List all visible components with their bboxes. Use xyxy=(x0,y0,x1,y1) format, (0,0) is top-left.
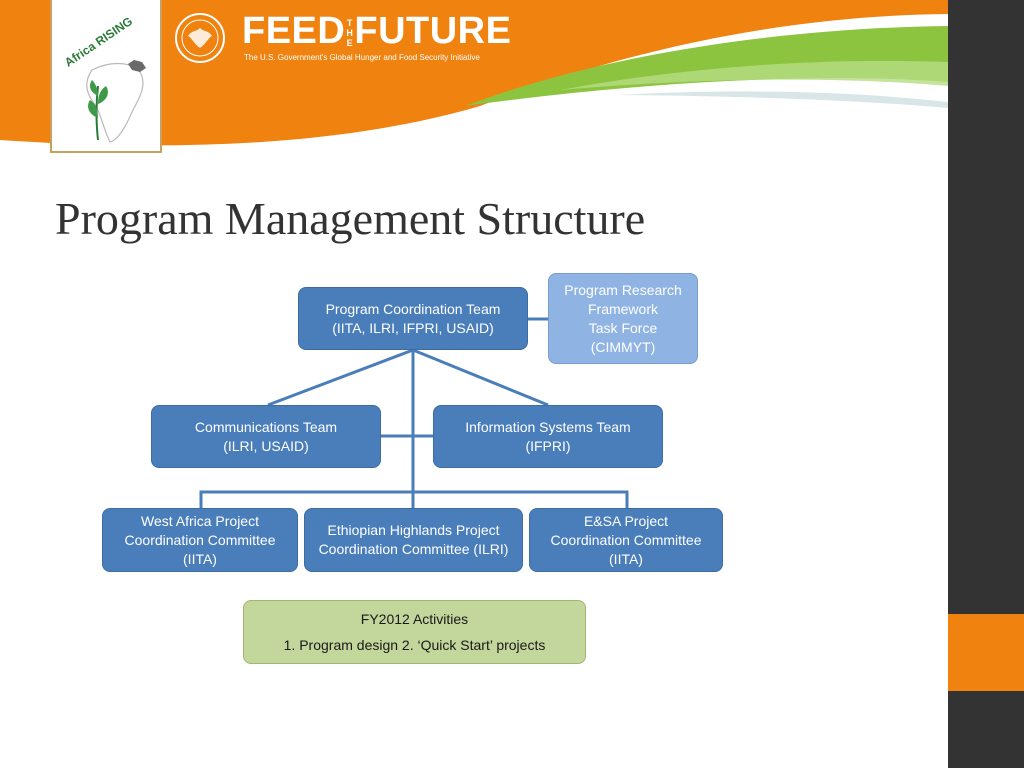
west-africa-committee-box: West Africa Project Coordination Committ… xyxy=(102,508,298,572)
brand-feed: FEED xyxy=(242,10,346,52)
grey-swoosh xyxy=(620,91,948,108)
slide-title: Program Management Structure xyxy=(55,193,646,244)
sidebar-orange-accent xyxy=(948,614,1024,691)
information-systems-team-box: Information Systems Team (IFPRI) xyxy=(433,405,663,468)
brand-future: FUTURE xyxy=(354,10,512,52)
program-research-framework-box: Program Research Framework Task Force (C… xyxy=(548,273,698,364)
org-connectors xyxy=(199,317,629,508)
program-coordination-team-box: Program Coordination Team (IITA, ILRI, I… xyxy=(298,287,528,350)
connector-committees xyxy=(199,490,629,508)
fy2012-activities-box: FY2012 Activities 1. Program design 2. ‘… xyxy=(243,600,586,664)
green-swoosh-light xyxy=(560,60,948,90)
header-banner xyxy=(0,0,948,146)
africa-map-icon xyxy=(86,60,146,143)
orange-band xyxy=(0,0,948,146)
usaid-seal-icon xyxy=(175,13,225,63)
ethiopian-highlands-committee-box: Ethiopian Highlands Project Coordination… xyxy=(304,508,523,572)
communications-team-box: Communications Team (ILRI, USAID) xyxy=(151,405,381,468)
connector-pct-comm xyxy=(267,348,414,407)
connector-pct-info xyxy=(412,348,549,407)
right-sidebar xyxy=(948,0,1024,768)
brand-tagline: The U.S. Government's Global Hunger and … xyxy=(244,53,480,62)
esa-committee-box: E&SA Project Coordination Committee (IIT… xyxy=(529,508,723,572)
africa-rising-logo: Africa RISING xyxy=(50,0,162,153)
